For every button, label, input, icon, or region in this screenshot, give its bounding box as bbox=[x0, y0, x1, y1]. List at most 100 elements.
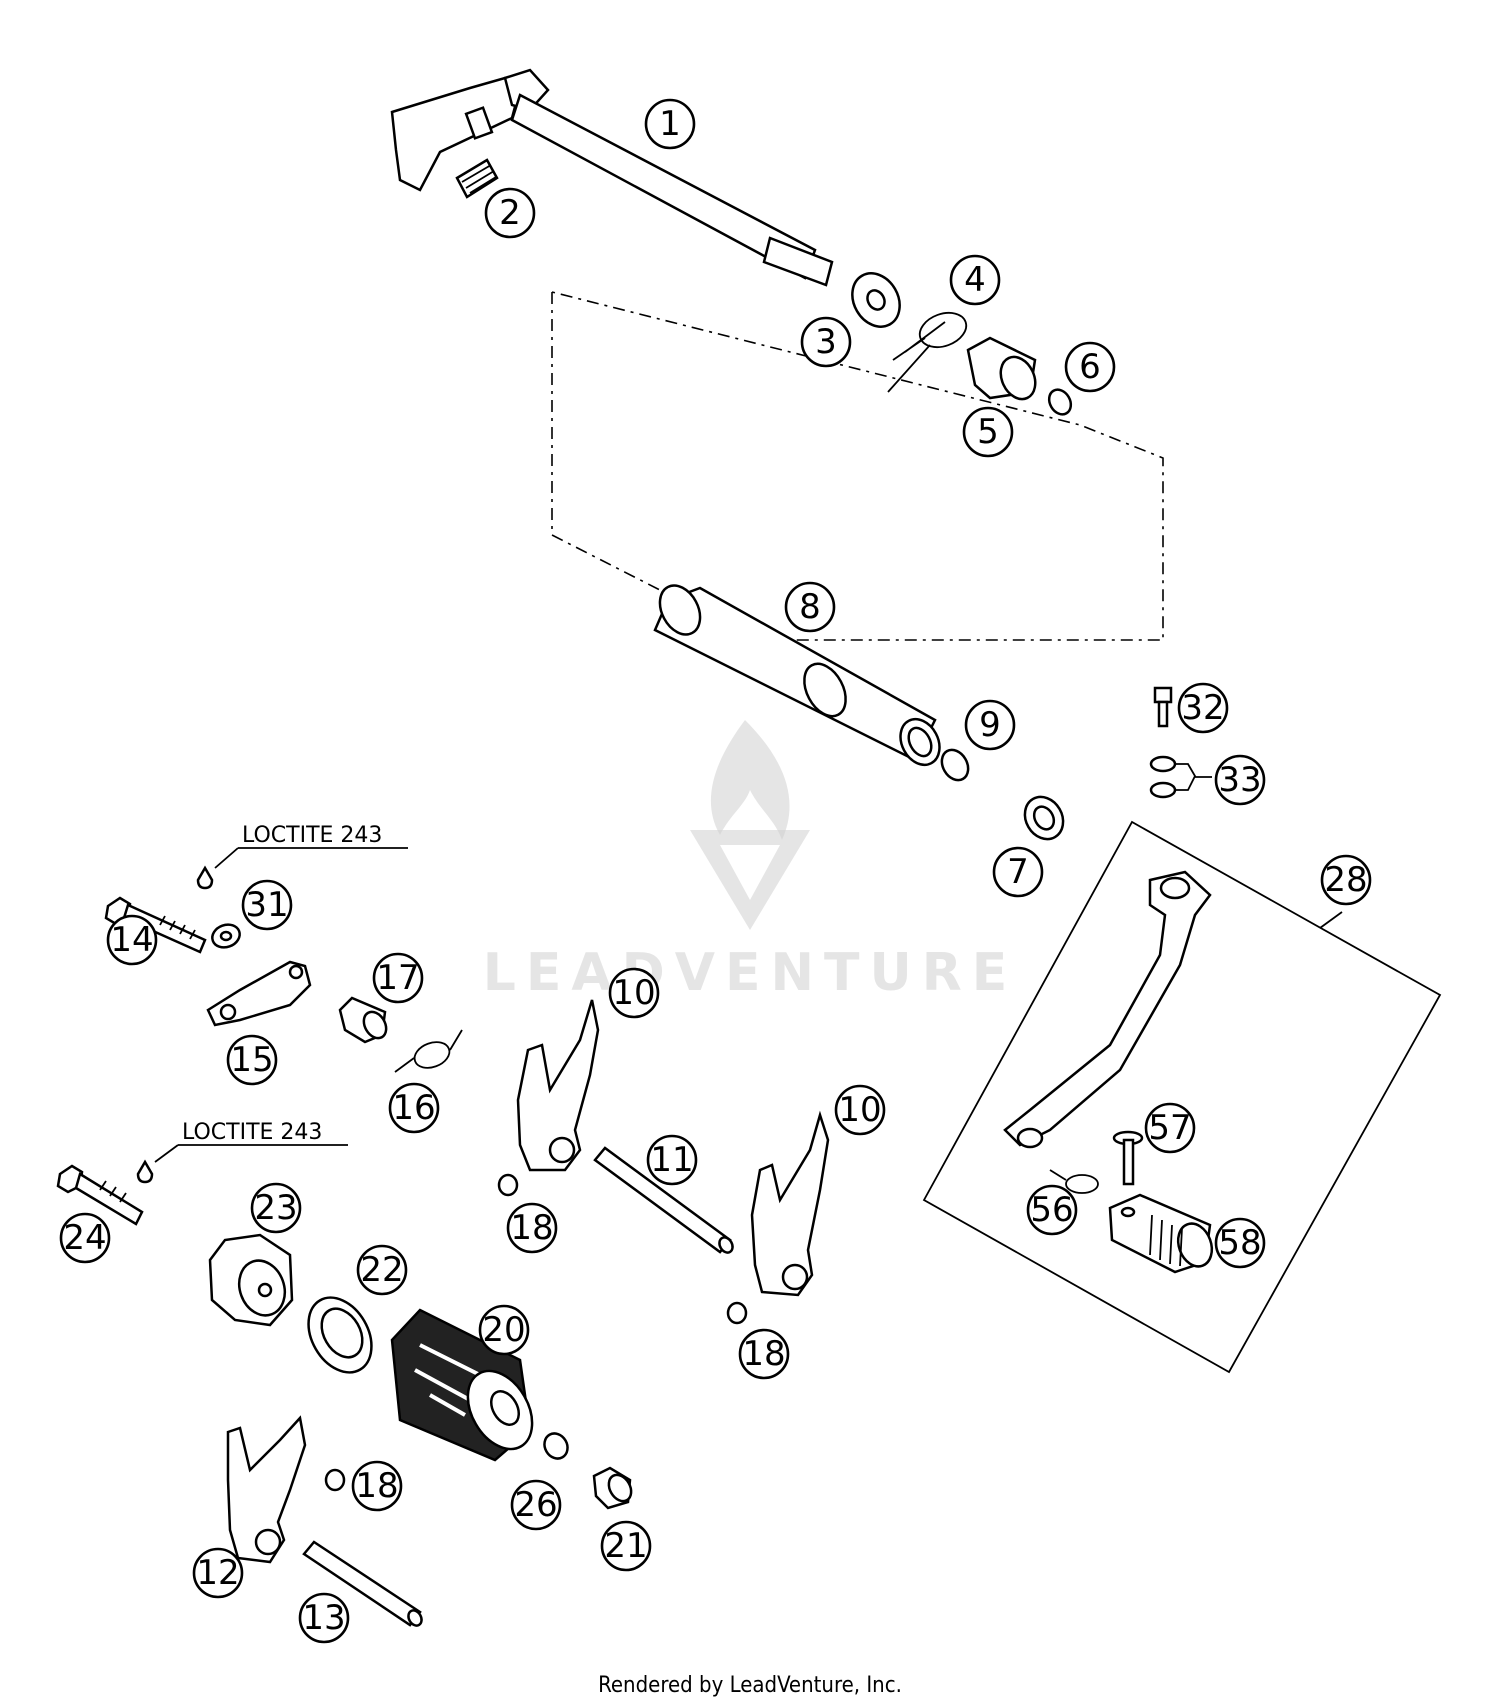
part-lever-tip-58 bbox=[1108, 1193, 1214, 1274]
part-shift-fork-10a bbox=[516, 999, 600, 1172]
callout-22: 22 bbox=[356, 1244, 408, 1296]
part-pin-57 bbox=[1112, 1130, 1144, 1186]
part-washer-31 bbox=[211, 923, 241, 949]
svg-text:18: 18 bbox=[355, 1466, 398, 1506]
callout-16: 16 bbox=[388, 1082, 440, 1134]
svg-text:7: 7 bbox=[1007, 852, 1029, 892]
part-seal-7 bbox=[1023, 795, 1065, 841]
callout-8: 8 bbox=[784, 581, 836, 633]
svg-text:14: 14 bbox=[110, 920, 153, 960]
callout-12: 12 bbox=[192, 1547, 244, 1599]
loctite-note-2: LOCTITE 243 bbox=[182, 1120, 322, 1145]
callout-20: 20 bbox=[478, 1304, 530, 1356]
part-fork-shaft-11 bbox=[593, 1146, 734, 1254]
part-shift-drum-20 bbox=[390, 1308, 534, 1462]
footer-credit: Rendered by LeadVenture, Inc. bbox=[598, 1673, 902, 1698]
part-bolt-24 bbox=[56, 1164, 144, 1226]
svg-text:12: 12 bbox=[196, 1553, 239, 1593]
part-washer-26 bbox=[543, 1432, 569, 1460]
callout-10b: 10 bbox=[834, 1084, 886, 1136]
loctite-note-1: LOCTITE 243 bbox=[242, 823, 382, 848]
svg-text:56: 56 bbox=[1030, 1190, 1073, 1230]
svg-text:15: 15 bbox=[230, 1040, 273, 1080]
part-shift-shaft bbox=[390, 68, 834, 287]
part-bushing-21 bbox=[592, 1466, 633, 1510]
part-shift-lever-28 bbox=[1003, 870, 1212, 1149]
svg-text:26: 26 bbox=[514, 1485, 557, 1525]
watermark-logo: LEADVENTURE bbox=[483, 720, 1018, 1003]
part-clip-56 bbox=[1049, 1169, 1099, 1194]
svg-text:5: 5 bbox=[977, 412, 999, 452]
part-return-spring-4 bbox=[887, 311, 968, 393]
svg-text:32: 32 bbox=[1181, 688, 1224, 728]
part-spring-2 bbox=[455, 158, 499, 199]
callout-21: 21 bbox=[600, 1520, 652, 1572]
part-shift-fork-12 bbox=[226, 1415, 307, 1564]
callout-3: 3 bbox=[800, 316, 852, 368]
svg-text:16: 16 bbox=[392, 1088, 435, 1128]
svg-text:3: 3 bbox=[815, 322, 837, 362]
part-washer-9 bbox=[940, 748, 970, 782]
callout-6: 6 bbox=[1064, 341, 1116, 393]
part-roller-17 bbox=[338, 996, 388, 1044]
callout-7: 7 bbox=[992, 846, 1044, 898]
svg-text:9: 9 bbox=[979, 705, 1001, 745]
part-roller-18b bbox=[726, 1301, 748, 1325]
assembly-outline-dashed bbox=[551, 291, 1164, 641]
loctite-drop-1 bbox=[196, 865, 214, 890]
part-shift-cam-23 bbox=[208, 1233, 294, 1327]
part-shaft-8 bbox=[653, 584, 941, 767]
callout-32: 32 bbox=[1177, 682, 1229, 734]
svg-text:31: 31 bbox=[245, 885, 288, 925]
svg-text:10: 10 bbox=[838, 1090, 881, 1130]
svg-text:22: 22 bbox=[360, 1250, 403, 1290]
part-oring-6 bbox=[1047, 388, 1073, 416]
part-nuts-33 bbox=[1149, 755, 1212, 799]
callout-26: 26 bbox=[510, 1479, 562, 1531]
callout-58: 58 bbox=[1214, 1217, 1266, 1269]
callout-31: 31 bbox=[241, 879, 293, 931]
part-bolt-32 bbox=[1153, 686, 1173, 728]
callout-10a: 10 bbox=[608, 967, 660, 1019]
svg-text:18: 18 bbox=[510, 1208, 553, 1248]
callout-18b: 18 bbox=[738, 1328, 790, 1380]
callout-9: 9 bbox=[964, 699, 1016, 751]
part-shift-fork-10b bbox=[750, 1110, 830, 1297]
part-bearing-22 bbox=[307, 1296, 373, 1374]
callout-4: 4 bbox=[949, 254, 1001, 306]
part-roller-18a bbox=[497, 1173, 519, 1197]
callout-2: 2 bbox=[484, 187, 536, 239]
svg-text:8: 8 bbox=[799, 587, 821, 627]
svg-text:11: 11 bbox=[650, 1140, 693, 1180]
svg-text:28: 28 bbox=[1324, 860, 1367, 900]
callout-1: 1 bbox=[644, 98, 696, 150]
part-fork-shaft-13 bbox=[302, 1540, 423, 1627]
svg-text:33: 33 bbox=[1218, 760, 1261, 800]
assembly-box-shift-lever bbox=[922, 820, 1442, 1374]
callout-57: 57 bbox=[1144, 1102, 1196, 1154]
svg-text:57: 57 bbox=[1148, 1108, 1191, 1148]
part-bushing-5 bbox=[966, 336, 1037, 401]
svg-text:18: 18 bbox=[742, 1334, 785, 1374]
callout-5: 5 bbox=[962, 406, 1014, 458]
callout-11: 11 bbox=[646, 1134, 698, 1186]
svg-text:21: 21 bbox=[604, 1526, 647, 1566]
callout-28: 28 bbox=[1320, 854, 1372, 906]
callout-56: 56 bbox=[1026, 1184, 1078, 1236]
callout-24: 24 bbox=[59, 1212, 111, 1264]
svg-text:2: 2 bbox=[499, 193, 521, 233]
svg-text:20: 20 bbox=[482, 1310, 525, 1350]
svg-text:58: 58 bbox=[1218, 1223, 1261, 1263]
part-detent-lever-15 bbox=[206, 960, 312, 1027]
callout-23: 23 bbox=[250, 1182, 302, 1234]
part-spring-16 bbox=[394, 1029, 463, 1073]
loctite-drop-2 bbox=[136, 1159, 154, 1184]
callout-15: 15 bbox=[226, 1034, 278, 1086]
watermark-text: LEADVENTURE bbox=[483, 943, 1018, 1003]
callout-33: 33 bbox=[1214, 754, 1266, 806]
svg-text:17: 17 bbox=[376, 958, 419, 998]
svg-text:10: 10 bbox=[612, 973, 655, 1013]
svg-text:13: 13 bbox=[302, 1598, 345, 1638]
callout-17: 17 bbox=[372, 952, 424, 1004]
